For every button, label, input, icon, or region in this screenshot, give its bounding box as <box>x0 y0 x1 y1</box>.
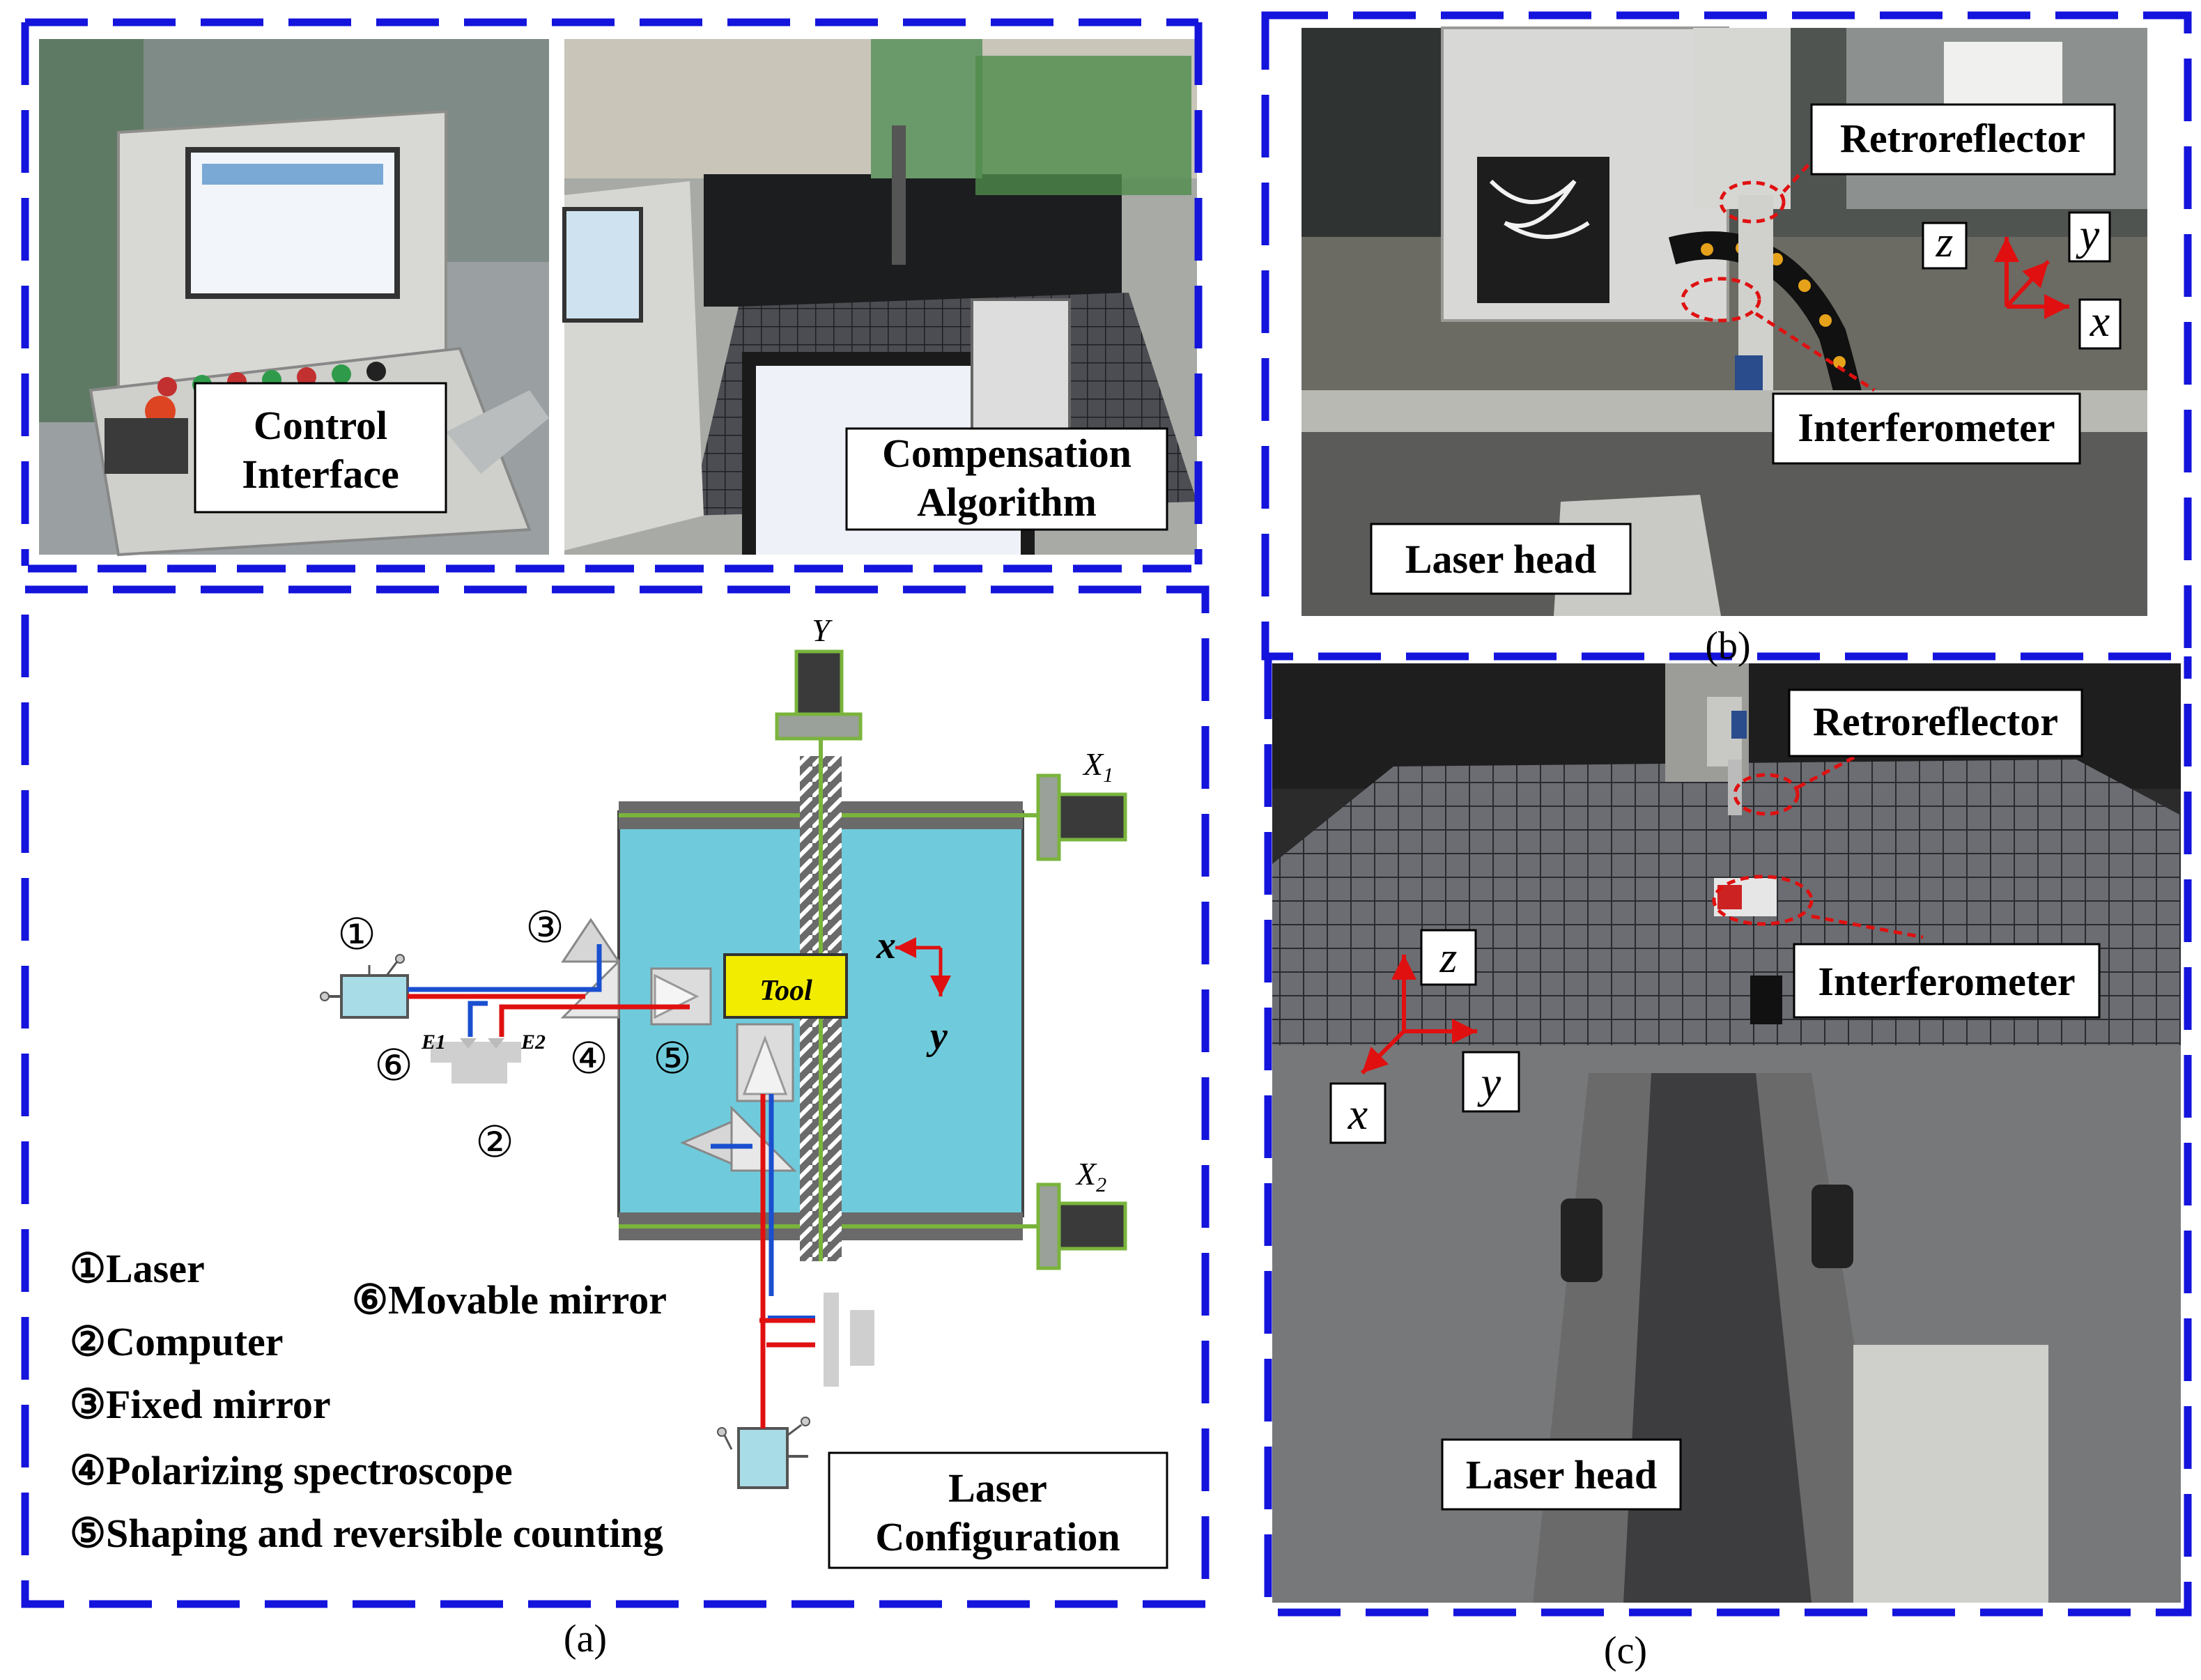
caption-c: (c) <box>1604 1629 1647 1672</box>
axis-b-z: z <box>1936 217 1954 266</box>
tool-label: Tool <box>759 975 812 1007</box>
caption-b: (b) <box>1705 624 1750 668</box>
marker-3: ③ <box>525 904 564 952</box>
label-control-1: Control <box>254 403 387 448</box>
marker-6: ⑥ <box>374 1042 413 1090</box>
legend-item: ①Laser <box>70 1246 205 1291</box>
legend-item: ③Fixed mirror <box>70 1382 331 1427</box>
label-c-laser-head: Laser head <box>1466 1452 1657 1497</box>
label-b-interferometer: Interferometer <box>1798 405 2055 450</box>
caption-a: (a) <box>564 1617 607 1660</box>
laser-diagram <box>320 649 1127 1489</box>
coord-y-label: y <box>926 1015 948 1058</box>
dashed-frames <box>21 11 2192 1617</box>
marker-1: ① <box>337 911 376 959</box>
label-laser-config-1: Laser <box>948 1465 1047 1511</box>
legend-item: ④Polarizing spectroscope <box>70 1448 513 1493</box>
e2-label: E2 <box>520 1031 546 1054</box>
label-c-retroreflector: Retroreflector <box>1813 699 2058 744</box>
label-comp-2: Algorithm <box>917 479 1097 525</box>
marker-5: ⑤ <box>653 1035 692 1083</box>
legend: ①Laser ②Computer ③Fixed mirror ④Polarizi… <box>70 1246 667 1556</box>
photo-axes <box>1360 237 2069 1075</box>
axis-c-z: z <box>1439 932 1458 982</box>
marker-2: ② <box>475 1119 514 1166</box>
photo-c <box>1272 663 2181 1603</box>
label-laser-config-2: Configuration <box>875 1514 1120 1559</box>
label-b-laser-head: Laser head <box>1405 537 1596 582</box>
label-c-interferometer: Interferometer <box>1818 959 2075 1004</box>
axis-b-x: x <box>2090 296 2110 346</box>
legend-item: ⑤Shaping and reversible counting <box>70 1511 663 1556</box>
axis-X1-label: X1 <box>1082 746 1113 787</box>
label-control-2: Interface <box>242 452 399 497</box>
legend-item: ⑥Movable mirror <box>352 1277 667 1323</box>
axis-X2-label: X2 <box>1075 1156 1106 1196</box>
axis-b-y: y <box>2076 210 2100 259</box>
coord-x-label: x <box>876 924 896 967</box>
label-b-retroreflector: Retroreflector <box>1840 116 2085 161</box>
label-boxes <box>194 103 2122 1569</box>
e1-label: E1 <box>421 1031 446 1054</box>
legend-item: ②Computer <box>70 1319 284 1364</box>
label-comp-1: Compensation <box>882 431 1132 476</box>
axis-c-x: x <box>1347 1089 1368 1139</box>
axis-c-y: y <box>1477 1058 1501 1107</box>
marker-4: ④ <box>569 1035 608 1083</box>
axis-Y-label: Y <box>812 612 833 648</box>
